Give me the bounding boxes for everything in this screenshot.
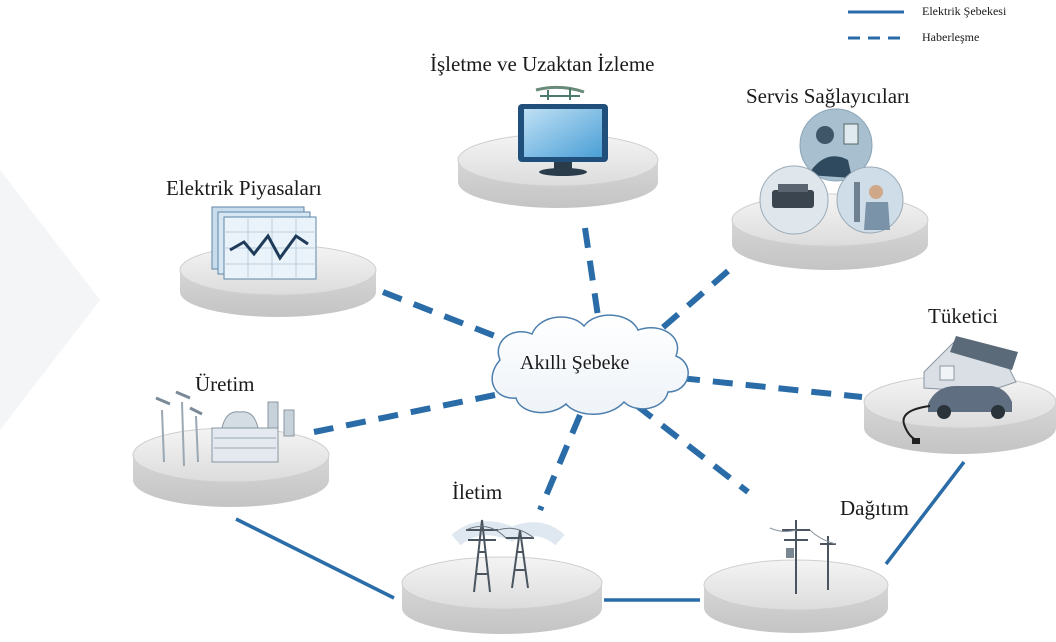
smart-grid-cloud [491, 314, 689, 415]
comm-line-consumer [679, 375, 863, 400]
power-line-generation-transmission [235, 517, 395, 600]
service-people-icon [759, 108, 904, 235]
node-label-distribution: Dağıtım [840, 496, 909, 520]
node-label-service-providers: Servis Sağlayıcıları [746, 84, 910, 108]
node-label-transmission: İletim [452, 480, 503, 504]
legend-power-label: Elektrik Şebekesi [922, 4, 1007, 18]
monitor-icon [518, 85, 608, 176]
communication-lines [313, 227, 863, 512]
background-shape [0, 170, 100, 430]
comm-line-transmission [537, 413, 583, 512]
center-label: Akıllı Şebeke [520, 352, 630, 374]
power-grid-lines [235, 460, 966, 602]
node-label-markets: Elektrik Piyasaları [166, 176, 322, 200]
comm-line-markets [381, 289, 512, 345]
house-car-icon [902, 336, 1018, 444]
comm-line-generation [313, 392, 496, 435]
node-label-generation: Üretim [195, 372, 255, 396]
utility-pole-icon [769, 520, 837, 594]
transmission-tower-icon [451, 519, 565, 593]
comm-line-service [658, 268, 730, 333]
legend [848, 10, 904, 40]
comm-line-operations [582, 227, 603, 331]
disk-transmission [401, 556, 603, 634]
power-plant-icon [155, 390, 295, 467]
node-label-operations: İşletme ve Uzaktan İzleme [430, 52, 655, 76]
market-chart-icon [211, 206, 317, 280]
legend-communication-label: Haberleşme [922, 30, 980, 44]
power-line-distribution-consumer [884, 460, 966, 566]
comm-line-distribution [634, 402, 750, 495]
node-label-consumer: Tüketici [928, 304, 998, 328]
